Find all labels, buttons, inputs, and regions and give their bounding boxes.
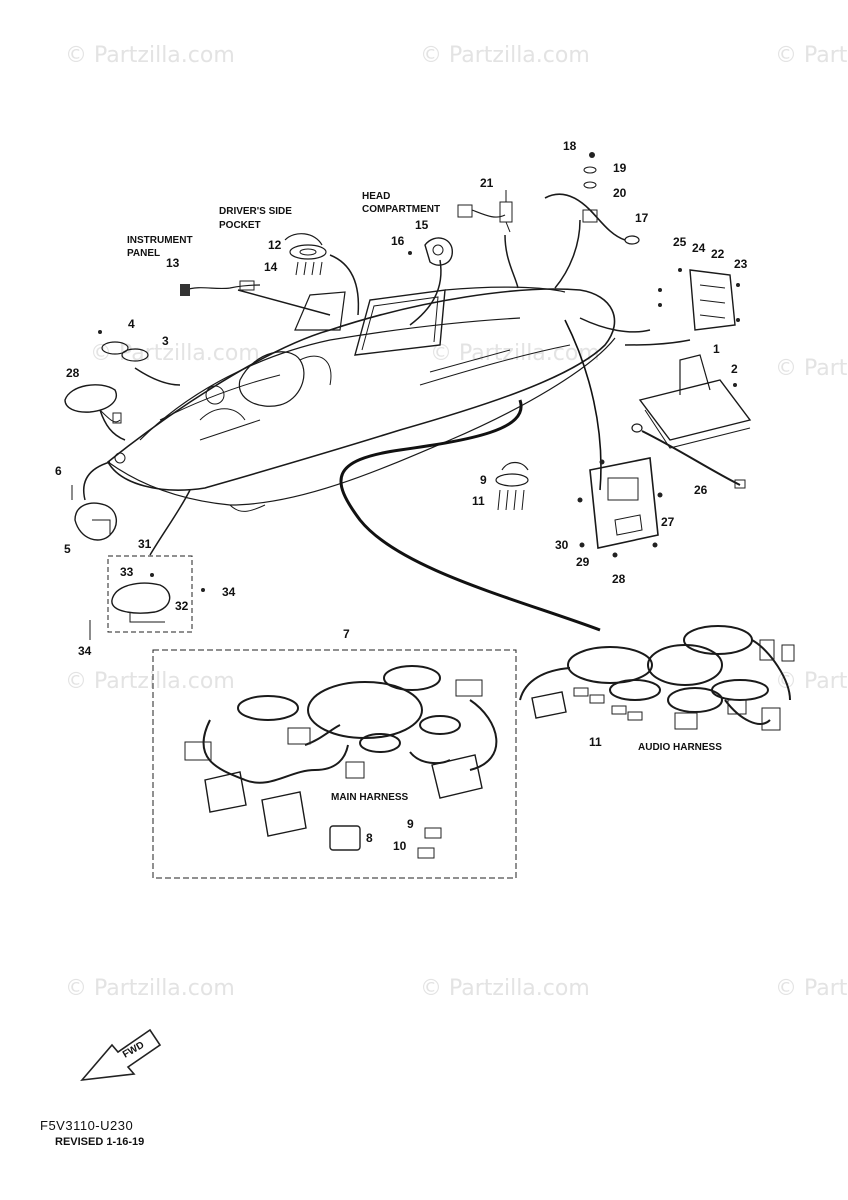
callout-number: 28: [612, 572, 626, 586]
part-5-nav-light: [71, 485, 117, 541]
fwd-arrow-icon: FWD: [80, 1028, 162, 1082]
watermark-text: © Partzilla.com: [775, 356, 848, 381]
callout-number: 34: [78, 644, 92, 658]
callout-number: 6: [55, 464, 62, 478]
callout-number: 20: [613, 186, 627, 200]
watermark-text: © Partzilla.com: [65, 669, 235, 694]
revised-date: REVISED 1-16-19: [55, 1136, 145, 1148]
callout-number: 31: [138, 537, 152, 551]
watermark-text: © Partzilla.com: [65, 976, 235, 1001]
part-1-battery-tray: [638, 354, 752, 449]
head-compartment-label: COMPARTMENT: [362, 204, 440, 215]
callout-number: 9: [480, 473, 487, 487]
callout-number: 14: [264, 260, 278, 274]
main-harness-label: MAIN HARNESS: [331, 792, 409, 803]
callout-number: 4: [128, 317, 135, 331]
callout-number: 21: [480, 176, 494, 190]
leader-arrows: [83, 219, 691, 556]
callout-number: 26: [694, 483, 708, 497]
watermark-text: © Partzilla.com: [420, 976, 590, 1001]
drivers-side-pocket-label: POCKET: [219, 220, 261, 231]
instrument-panel-label: PANEL: [127, 248, 160, 259]
callout-number: 15: [415, 218, 429, 232]
watermark-text: © Partzilla.com: [775, 43, 848, 68]
callout-number: 29: [576, 555, 590, 569]
part-22-fuse-block: [658, 268, 740, 331]
audio-harness-label: AUDIO HARNESS: [638, 742, 722, 753]
watermark-text: © Partzilla.com: [775, 669, 848, 694]
callout-number: 11: [589, 735, 602, 749]
callout-number: 28: [66, 366, 80, 380]
part-26-cable: [631, 423, 746, 489]
callout-number: 3: [162, 334, 169, 348]
part-27-module: [577, 457, 663, 558]
watermark-text: © Partzilla.com: [430, 341, 600, 366]
callout-number: 19: [613, 161, 627, 175]
callout-number: 34: [222, 585, 236, 599]
wiring-runs: [339, 319, 602, 632]
callout-number: 2: [731, 362, 738, 376]
part-7-main-harness: [152, 649, 517, 879]
callout-number: 1: [713, 342, 720, 356]
callout-number: 25: [673, 235, 687, 249]
boat-hull: [106, 286, 616, 512]
watermark-text: © Partzilla.com: [775, 976, 848, 1001]
part-12-pocket-light: [284, 233, 327, 276]
callout-number: 23: [734, 257, 748, 271]
audio-harness: [519, 625, 795, 731]
callout-number: 24: [692, 241, 706, 255]
callout-number: 10: [393, 839, 407, 853]
callout-number: 7: [343, 627, 350, 641]
callout-numbers: 1 2 3 4 5 6 7 8 9 9 10 11 11 12 13 14 15…: [55, 139, 748, 853]
head-compartment-label: HEAD: [362, 191, 390, 202]
watermarks: © Partzilla.com © Partzilla.com © Partzi…: [65, 43, 848, 1001]
callout-number: 13: [166, 256, 180, 270]
callout-number: 12: [268, 238, 282, 252]
callout-number: 18: [563, 139, 577, 153]
part-3-lights: [98, 330, 149, 362]
part-15-head-light: [408, 237, 453, 266]
callout-number: 9: [407, 817, 414, 831]
callout-number: 22: [711, 247, 725, 261]
watermark-text: © Partzilla.com: [65, 43, 235, 68]
callout-number: 27: [661, 515, 675, 529]
part-9-light: [495, 461, 529, 511]
part-17-cable: [544, 152, 640, 245]
section-labels: INSTRUMENT PANEL DRIVER'S SIDE POCKET HE…: [127, 191, 722, 803]
drivers-side-pocket-label: DRIVER'S SIDE: [219, 206, 292, 217]
callout-number: 5: [64, 542, 71, 556]
callout-number: 30: [555, 538, 569, 552]
part-28-light: [64, 384, 122, 424]
callout-number: 16: [391, 234, 405, 248]
part-code: F5V3110-U230: [40, 1118, 134, 1133]
callout-number: 17: [635, 211, 649, 225]
watermark-text: © Partzilla.com: [420, 43, 590, 68]
instrument-panel-label: INSTRUMENT: [127, 235, 193, 246]
part-13-connector: [180, 280, 261, 296]
callout-number: 32: [175, 599, 189, 613]
part-21-sensor: [457, 190, 513, 233]
callout-number: 11: [472, 494, 485, 508]
callout-number: 8: [366, 831, 373, 845]
callout-number: 33: [120, 565, 134, 579]
part-31-assembly: [89, 555, 205, 640]
